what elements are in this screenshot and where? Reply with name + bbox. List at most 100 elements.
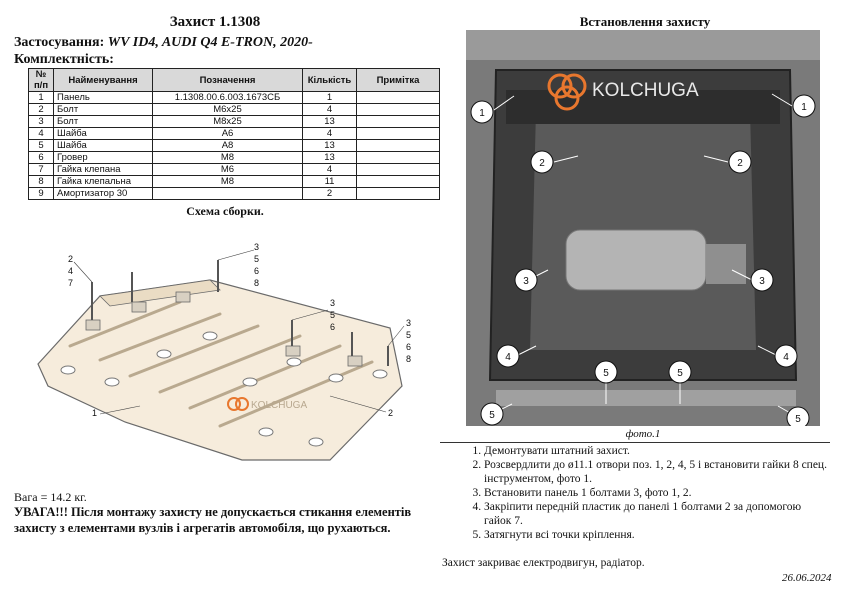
callout-number: 8 — [406, 354, 411, 364]
photo-caption: фото.1 — [625, 428, 661, 440]
cell: Болт — [53, 103, 153, 116]
photo-marker-number: 3 — [759, 276, 765, 287]
cell: М8х25 — [152, 115, 303, 128]
table-row: 9 Амортизатор 30 2 — [28, 187, 440, 200]
kit-label: Комплектність: — [14, 52, 114, 67]
usage-label: Застосування: — [14, 35, 105, 50]
table-row: 1 Панель 1.1308.00.6.003.1673СБ 1 — [28, 91, 440, 104]
mounting-holes — [60, 331, 388, 447]
photo-illustration: KOLCHUGA 1 1 2 — [466, 30, 820, 426]
cell: 8 — [28, 175, 54, 188]
cell: 1.1308.00.6.003.1673СБ — [152, 91, 303, 104]
callout-number: 3 — [330, 298, 335, 308]
cell: 6 — [28, 151, 54, 164]
table-row: 6 Гровер М8 13 — [28, 151, 440, 164]
front-crossmember — [506, 90, 780, 124]
cell: 4 — [302, 163, 357, 176]
cell: 5 — [28, 139, 54, 152]
table-row: 2 Болт М6х25 4 — [28, 103, 440, 116]
parts-table: № п/п Найменування Позначення Кількість … — [28, 68, 440, 200]
table-row: 5 Шайба А8 13 — [28, 139, 440, 152]
cell: 13 — [302, 139, 357, 152]
weight-note: Вага = 14.2 кг. — [14, 490, 87, 504]
photo-marker-number: 1 — [801, 102, 807, 113]
cell: А8 — [152, 139, 303, 152]
cell — [356, 151, 440, 164]
cell: 13 — [302, 115, 357, 128]
col-note: Примітка — [356, 68, 440, 92]
cell: Гайка клепальна — [53, 175, 153, 188]
col-designation: Позначення — [152, 68, 303, 92]
list-item: Встановити панель 1 болтами 3, фото 1, 2… — [484, 486, 830, 500]
cell: 1 — [302, 91, 357, 104]
panel-logo-ring — [227, 397, 241, 411]
cell: Шайба — [53, 127, 153, 140]
photo-logo: KOLCHUGA — [547, 73, 699, 111]
callout-number: 7 — [68, 278, 73, 288]
callout-number: 5 — [406, 330, 411, 340]
cell — [356, 175, 440, 188]
document-date: 26.06.2024 — [782, 572, 832, 584]
install-title: Встановлення захисту — [579, 14, 711, 29]
callout-number: 2 — [68, 254, 73, 264]
cell — [152, 187, 303, 200]
callout-leaders — [73, 249, 405, 415]
cell: Гровер — [53, 151, 153, 164]
electric-motor — [565, 229, 707, 291]
usage-value: WV ID4, AUDI Q4 E-TRON, 2020- — [107, 35, 313, 50]
callout-number: 5 — [254, 254, 259, 264]
photo-marker-number: 5 — [603, 368, 609, 379]
cell: 1 — [28, 91, 54, 104]
table-row: 4 Шайба А6 4 — [28, 127, 440, 140]
cell: Болт — [53, 115, 153, 128]
motor-housing — [706, 244, 746, 284]
cell — [356, 115, 440, 128]
callout-number: 4 — [68, 266, 73, 276]
photo-logo-ring — [561, 73, 587, 99]
photo-marker-number: 3 — [523, 276, 529, 287]
photo-logo-ring — [547, 73, 573, 99]
photo-logo-ring — [554, 85, 580, 111]
cell: 4 — [28, 127, 54, 140]
cell: 3 — [28, 115, 54, 128]
table-row: 8 Гайка клепальна М8 11 — [28, 175, 440, 188]
photo-marker-number: 2 — [737, 158, 743, 169]
lower-crossmember — [496, 390, 796, 406]
col-name: Найменування — [53, 68, 153, 92]
panel-logo: KOLCHUGA — [227, 397, 307, 411]
coverage-note: Захист закриває електродвигун, радіатор. — [442, 557, 645, 569]
bolt-icons — [91, 260, 389, 366]
cell: М8 — [152, 175, 303, 188]
skid-plate-front-flange — [99, 279, 221, 307]
list-item: Розсвердлити до ø11.1 отвори поз. 1, 2, … — [484, 458, 830, 486]
photo-markers — [470, 94, 816, 426]
cell: А6 — [152, 127, 303, 140]
photo-marker-number: 4 — [505, 352, 511, 363]
photo-marker-number: 5 — [795, 414, 801, 425]
usage-line: Застосування: WV ID4, AUDI Q4 E-TRON, 20… — [14, 35, 313, 51]
panel-grooves — [68, 300, 374, 428]
cell — [356, 91, 440, 104]
col-quantity: Кількість — [302, 68, 357, 92]
callout-number: 3 — [254, 242, 259, 252]
cell: 7 — [28, 163, 54, 176]
photo-marker-number: 4 — [783, 352, 789, 363]
callout-number: 2 — [388, 408, 393, 418]
callout-number: 5 — [330, 310, 335, 320]
panel-logo-ring — [235, 397, 249, 411]
callout-number: 6 — [406, 342, 411, 352]
cell: Шайба — [53, 139, 153, 152]
cell: Амортизатор 30 — [53, 187, 153, 200]
cell: 4 — [302, 103, 357, 116]
installation-steps: Демонтувати штатний захист. Розсвердлити… — [444, 444, 830, 542]
cell: 13 — [302, 151, 357, 164]
installation-photo: KOLCHUGA 1 1 2 — [466, 30, 820, 426]
list-item: Закріпити передній пластик до панелі 1 б… — [484, 500, 830, 528]
callout-number: 6 — [254, 266, 259, 276]
cell — [356, 127, 440, 140]
table-row: 7 Гайка клепана М6 4 — [28, 163, 440, 176]
cell: М6х25 — [152, 103, 303, 116]
cell: М8 — [152, 151, 303, 164]
photo-marker-number: 2 — [539, 158, 545, 169]
photo-marker-number: 5 — [489, 410, 495, 421]
